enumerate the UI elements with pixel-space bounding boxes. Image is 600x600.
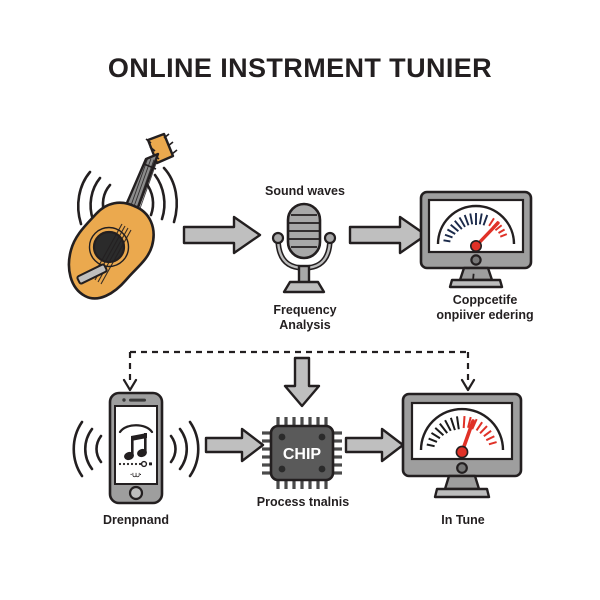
acoustic-guitar: [60, 128, 210, 310]
monitor-in-tune-label: In Tune: [441, 513, 485, 527]
arrow-phone-to-chip: [204, 427, 266, 463]
frequency-analysis-label: Frequency Analysis: [273, 303, 337, 332]
phone-camera-icon: [122, 398, 126, 402]
gauge-hub: [470, 240, 482, 252]
chip-body: [269, 424, 335, 482]
gauge-ticks-dark: [426, 416, 460, 448]
monitor-power-dot: [470, 254, 482, 266]
dashed-arrowhead-right: [460, 378, 476, 392]
arrow-mic-to-monitor: [348, 215, 430, 255]
svg-text:·⩊·: ·⩊·: [130, 472, 142, 479]
chip-label: CHIP: [283, 446, 322, 463]
monitor-tuner-gauge: [418, 190, 534, 290]
music-note-icon: [124, 433, 147, 461]
dashed-feedback-line: [110, 348, 490, 398]
microphone-icon: [271, 202, 337, 294]
page-title: ONLINE INSTRMENT TUNIER: [107, 53, 493, 83]
guitar-body: [67, 201, 155, 300]
mic-grille-lines: [289, 214, 319, 248]
tuner-gauge: [419, 407, 505, 459]
dashed-arrowhead-left: [122, 378, 138, 392]
monitor-tuner-label: Coppcetife onpiiver edering: [436, 293, 534, 322]
chip-corner-dot: [278, 433, 286, 441]
phone-app-content: ·⩊·: [118, 424, 154, 479]
gauge-ticks-red: [462, 416, 497, 446]
tuner-gauge: [436, 204, 516, 279]
chip-corner-dot: [318, 433, 326, 441]
phone-home-button: [128, 485, 144, 501]
arrow-chip-to-monitor: [344, 427, 406, 463]
monitor-in-tune: [400, 392, 526, 500]
tuner-dots: [118, 460, 152, 468]
smartphone-label: Drenpnand: [103, 513, 169, 527]
processor-chip: CHIP: [258, 413, 346, 493]
guitar-bridge: [76, 263, 108, 285]
phone-soundwaves-left: [72, 420, 103, 478]
phone-screen: [114, 405, 158, 485]
phone-soundwaves-right: [169, 420, 200, 478]
gauge-ticks-dark: [443, 213, 489, 243]
processor-chip-label: Process tnalnis: [256, 495, 350, 509]
microphone: [262, 202, 346, 294]
sound-waves-label: Sound waves: [265, 184, 345, 198]
monitor-power-dot: [456, 462, 468, 474]
phone-speaker-icon: [129, 398, 146, 402]
arrow-down-to-chip: [282, 356, 322, 408]
chip-corner-dot: [278, 465, 286, 473]
arrow-guitar-to-mic: [182, 215, 264, 255]
chip-corner-dot: [318, 465, 326, 473]
gauge-hub: [455, 445, 469, 459]
smartphone-app: ·⩊·: [68, 388, 204, 508]
